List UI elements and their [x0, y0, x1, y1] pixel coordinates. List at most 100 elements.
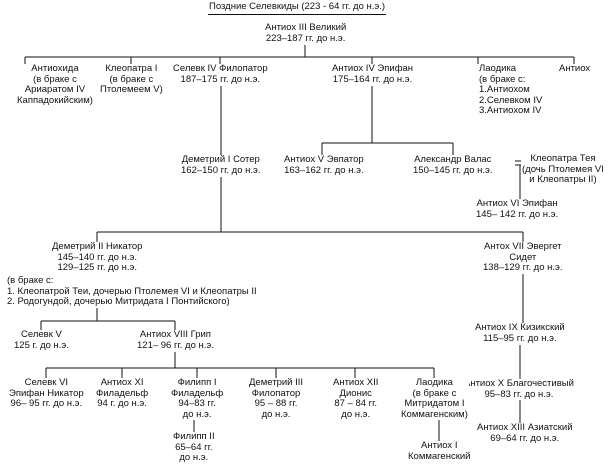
node-line: Птолемеем V)	[100, 84, 163, 96]
node-line: 69–64 гг. до н.э.	[490, 432, 560, 444]
node-line: Антиох IV Эпифан	[332, 63, 414, 74]
node-line: Антиох IX Кизикский	[475, 322, 565, 333]
node-line: 145– 142 гг. до н.э.	[476, 208, 559, 220]
node-line: Антиох	[559, 63, 591, 74]
node-line: Митридатом I	[404, 398, 465, 410]
node-line: и Клеопатры II)	[529, 174, 597, 186]
node-line: 162–150 гг. до н.э.	[181, 164, 261, 176]
node-line: Антиох XI	[100, 377, 144, 388]
node-line: 1.Антиохом	[479, 84, 530, 96]
node-line: до н.э.	[341, 408, 371, 420]
node-line: до н.э.	[182, 408, 212, 420]
node-line: Антох VII Эвергет	[483, 241, 562, 252]
node-line: Клеопатра I	[105, 63, 158, 74]
node-line: (в браке с	[412, 387, 457, 399]
node-line: Селевк IV Филопатор	[173, 63, 268, 74]
node-line: 187–175 гг. до н.э.	[180, 73, 261, 85]
node-line: Ариаратом IV	[24, 84, 86, 96]
node-line: до н.э.	[179, 452, 209, 464]
node-line: Филадельф	[96, 387, 149, 399]
node-line: (дочь Птолемея VI	[522, 163, 604, 175]
node-line: 138–129 гг. до н.э.	[483, 262, 563, 274]
node-line: Лаодика	[415, 377, 453, 388]
node-line: Селевк V	[21, 329, 62, 340]
node-line: (в браке с	[33, 73, 77, 85]
node-line: (в браке с:	[7, 275, 54, 286]
node-line: Антиох X Благочестивый	[464, 378, 574, 389]
node-line: 121– 96 гг. до н.э.	[137, 339, 214, 351]
node-line: 94 г. до н.э.	[97, 398, 147, 410]
node-line: Каппадокийским)	[17, 94, 93, 106]
node-line: Филадельф	[171, 387, 224, 399]
node-line: 125 г. до н.э.	[14, 339, 69, 351]
node-line: 150–145 гг. до н.э.	[413, 164, 493, 176]
node-line: 145–140 гг. до н.э.	[57, 251, 137, 263]
node-line: Антиох III Великий	[265, 22, 347, 33]
node-line: Филопатор	[251, 387, 301, 399]
node-line: 65–64 гг.	[175, 441, 213, 453]
node-line: Селевк VI	[24, 377, 69, 388]
node-line: 129–125 гг. до н.э.	[57, 262, 137, 274]
node-line: 3.Антиохом IV	[479, 105, 542, 117]
node-antiochus-son: Антиох	[558, 63, 592, 75]
node-line: Антиохида	[31, 63, 79, 74]
node-line: Коммагенский	[408, 450, 471, 462]
node-line: 87 – 84 гг.	[334, 398, 378, 410]
node-line: 115–95 гг. до н.э.	[483, 332, 557, 344]
node-line: (в браке с	[109, 73, 154, 85]
node-line: (в браке с:	[479, 73, 526, 85]
node-line: Деметрий II Никатор	[52, 241, 143, 252]
node-line: 223–187 гг. до н.э.	[265, 32, 346, 44]
node-line: Дионис	[339, 387, 372, 399]
node-line: Антиох VIII Грип	[139, 329, 211, 340]
node-line: Коммагенским)	[401, 408, 468, 420]
node-line: Филипп I	[177, 377, 217, 388]
node-line: Эпифан Никатор	[9, 387, 84, 399]
node-line: Антиох V Эвпатор	[284, 154, 364, 165]
diagram-title: Поздние Селевкиды (223 - 64 гг. до н.э.)	[208, 1, 387, 15]
node-line: 163–162 гг. до н.э.	[284, 164, 364, 176]
node-line: 95 – 88 гг.	[254, 398, 298, 410]
node-line: Антиох VI Эпифан	[476, 198, 558, 209]
node-line: Филипп II	[173, 431, 215, 442]
node-line: до н.э.	[261, 408, 291, 420]
node-line: 2.Селевком IV	[479, 94, 543, 106]
node-line: Деметрий III	[249, 377, 304, 388]
node-line: 96– 95 гг. до н.э.	[10, 398, 83, 410]
node-line: Антиох XIII Азиатский	[477, 422, 573, 433]
node-line: 1. Клеопатрой Теи, дочерью Птолемея VI и…	[7, 285, 257, 297]
node-line: Сидет	[509, 251, 537, 263]
node-line: Клеопатра Тея	[530, 153, 596, 164]
node-line: Антиох I	[421, 440, 458, 451]
node-line: Александр Валас	[414, 154, 492, 165]
node-line: 175–164 гг. до н.э.	[332, 73, 413, 85]
node-demetrius2-marriage: (в браке с:1. Клеопатрой Теи, дочерью Пт…	[6, 275, 258, 308]
node-line: Лаодика	[479, 63, 517, 74]
